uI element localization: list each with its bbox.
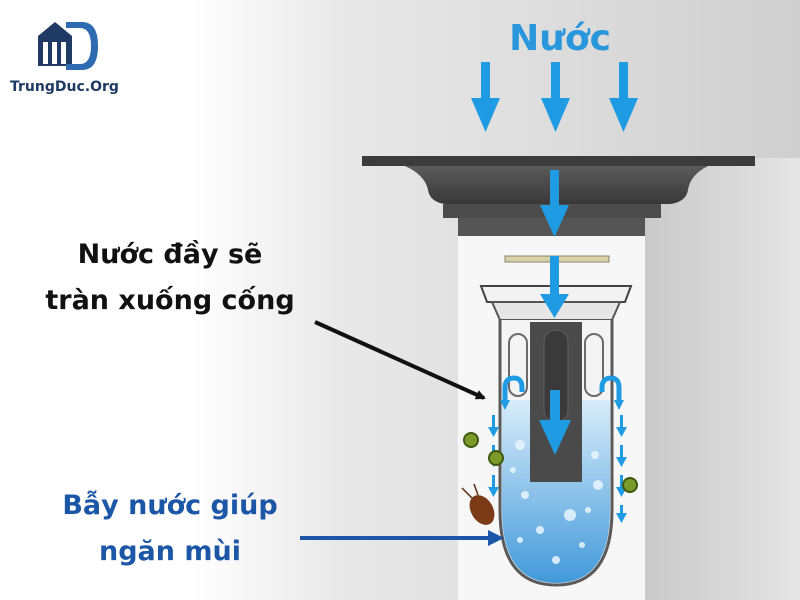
overflow-pointer-arrow (314, 320, 486, 400)
trap-label: Bẫy nước giúp ngăn mùi (20, 483, 320, 575)
cockroach-icon (461, 483, 495, 525)
overflow-label-line1: Nước đầy sẽ (77, 239, 263, 270)
floor-wall (645, 158, 800, 600)
overflow-hook-arrow-icon (502, 375, 622, 405)
water-down-arrow-icon (540, 170, 569, 237)
trap-label-line1: Bẫy nước giúp (62, 490, 278, 521)
overflow-label: Nước đầy sẽ tràn xuống cống (20, 232, 320, 324)
trap-pointer-arrow (300, 530, 504, 546)
water-title: Nước (509, 18, 611, 59)
house-d-logo-icon (38, 22, 98, 70)
overflow-label-line2: tràn xuống cống (45, 285, 295, 316)
water-down-arrow-icon (539, 256, 571, 455)
trap-label-line2: ngăn mùi (98, 536, 241, 567)
water-down-arrow-icon (471, 62, 638, 132)
brand-name: TrungDuc.Org (10, 79, 119, 95)
bacteria-icon (463, 432, 638, 493)
water-bubble-icon (510, 440, 603, 564)
